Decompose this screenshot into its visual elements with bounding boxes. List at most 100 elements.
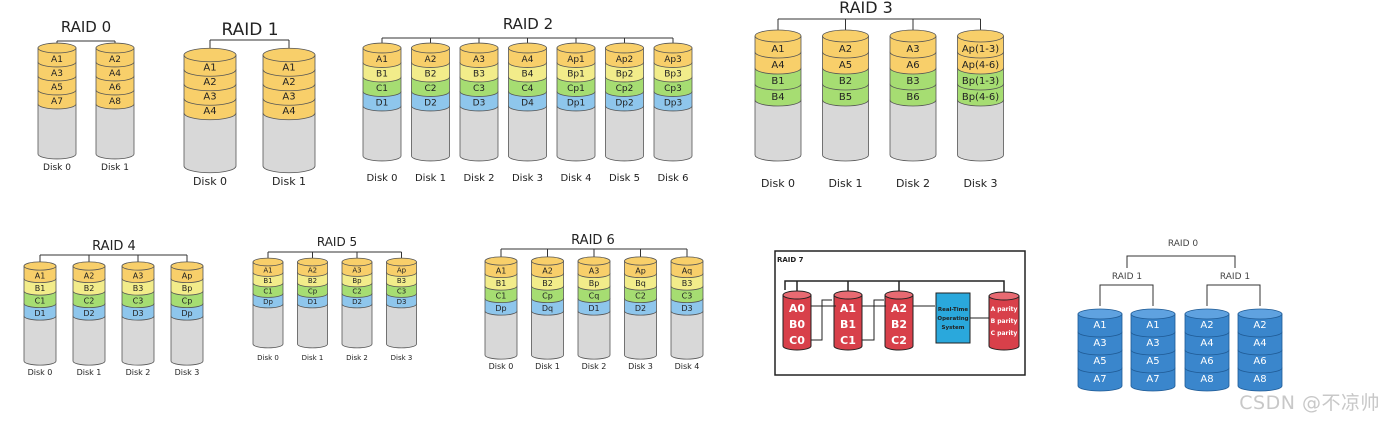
disk-stripe	[72, 290, 106, 309]
stripe-label: B3	[473, 70, 485, 80]
stripe-label: Dp1	[567, 99, 585, 109]
stripe-label: A1	[840, 302, 856, 315]
stripe-label: Ap	[182, 271, 193, 280]
stripe-label: A2	[425, 55, 437, 65]
disk-body	[121, 315, 155, 366]
stripe-label: A5	[51, 83, 63, 93]
disk-top	[95, 42, 135, 54]
disk-top	[297, 257, 328, 267]
stripe-label: Cp	[182, 296, 193, 305]
stripe-label: D2	[635, 304, 646, 313]
disk-stripe	[577, 285, 611, 304]
disk-top	[252, 257, 284, 267]
disk-label: Disk 0	[489, 362, 514, 371]
stripe-label: Dp3	[664, 99, 682, 109]
disk-stripe	[1077, 367, 1123, 392]
stripe-label: A3	[133, 271, 144, 280]
stripe-label: C3	[397, 288, 406, 296]
stripe-label: A6	[1200, 356, 1213, 367]
stripe-label: A2	[84, 271, 95, 280]
disk-stripe	[670, 273, 704, 291]
stripe-label: A6	[109, 83, 121, 93]
stripe-label: B1	[771, 76, 784, 87]
disk-stripe	[653, 62, 693, 83]
disk-label: Disk 0	[257, 354, 279, 362]
stripe-label: A1	[771, 44, 784, 55]
disk-top	[754, 29, 802, 43]
disk-stripe	[362, 91, 402, 112]
disk-stripe	[1077, 349, 1123, 374]
stripe-label: B3	[682, 279, 693, 288]
disk-stripe	[459, 62, 499, 83]
disk-top	[183, 47, 237, 63]
disk-stripe	[459, 91, 499, 112]
stripe-label: B1	[376, 70, 388, 80]
stripe-label: A2	[282, 77, 295, 88]
disk-top	[531, 256, 564, 266]
disk-top	[889, 29, 937, 43]
disk-body	[653, 105, 693, 162]
stripe-label: B2	[84, 284, 95, 293]
disk-top	[121, 261, 155, 271]
disk-stripe	[37, 75, 77, 96]
stripe-label: Ap(4-6)	[962, 60, 999, 71]
disk-label: Disk 2	[346, 354, 368, 362]
disk-body	[577, 310, 611, 360]
disk-top	[411, 42, 450, 54]
stripe-label: Ap3	[664, 55, 682, 65]
disk-label: Disk 1	[272, 175, 306, 188]
disk-stripe	[670, 298, 704, 316]
stripe-label: A1	[282, 62, 295, 73]
disk-stripe	[624, 260, 657, 279]
stripe-label: A3	[906, 44, 919, 55]
stripe-label: A3	[282, 91, 295, 102]
disk-stripe	[556, 47, 596, 68]
disk-stripe	[508, 47, 547, 68]
stripe-label: A2	[308, 267, 317, 275]
stripe-label: A4	[1253, 338, 1266, 349]
disk-body	[624, 310, 657, 360]
stripe-label: A4	[109, 69, 121, 79]
disk-stripe	[362, 62, 402, 83]
disk-label: Disk 1	[77, 368, 102, 377]
disk-stripe	[72, 265, 106, 284]
disk-stripe	[653, 47, 693, 68]
disk-label: Disk 6	[657, 173, 688, 184]
disk-stripe	[605, 91, 644, 112]
disk-stripe	[459, 47, 499, 68]
stripe-label: Cp1	[567, 84, 585, 94]
stripe-label: Dp	[495, 304, 506, 313]
stripe-label: B0	[789, 318, 805, 331]
stripe-label: C3	[682, 291, 693, 300]
disk-stripe	[23, 278, 57, 296]
stripe-label: A0	[789, 302, 806, 315]
stripe-label: C1	[496, 291, 507, 300]
disk-stripe	[170, 278, 204, 296]
stripe-label: B parity	[991, 318, 1018, 325]
stripe-label: Cq	[589, 291, 600, 300]
disk: Bp(4-6)Bp(1-3)Ap(4-6)Ap(1-3)	[957, 29, 1004, 162]
stripe-label: A7	[1093, 374, 1106, 385]
disk-top	[556, 42, 596, 54]
stripe-label: D3	[473, 99, 486, 109]
disk-stripe	[1237, 367, 1283, 392]
stripe-label: C4	[521, 84, 533, 94]
stripe-label: A2	[109, 55, 121, 65]
stripe-label: Dp2	[615, 99, 633, 109]
stripe-label: D3	[681, 304, 692, 313]
disk-stripe	[670, 285, 704, 304]
disk-stripe	[411, 47, 450, 68]
disk-body	[508, 105, 547, 162]
